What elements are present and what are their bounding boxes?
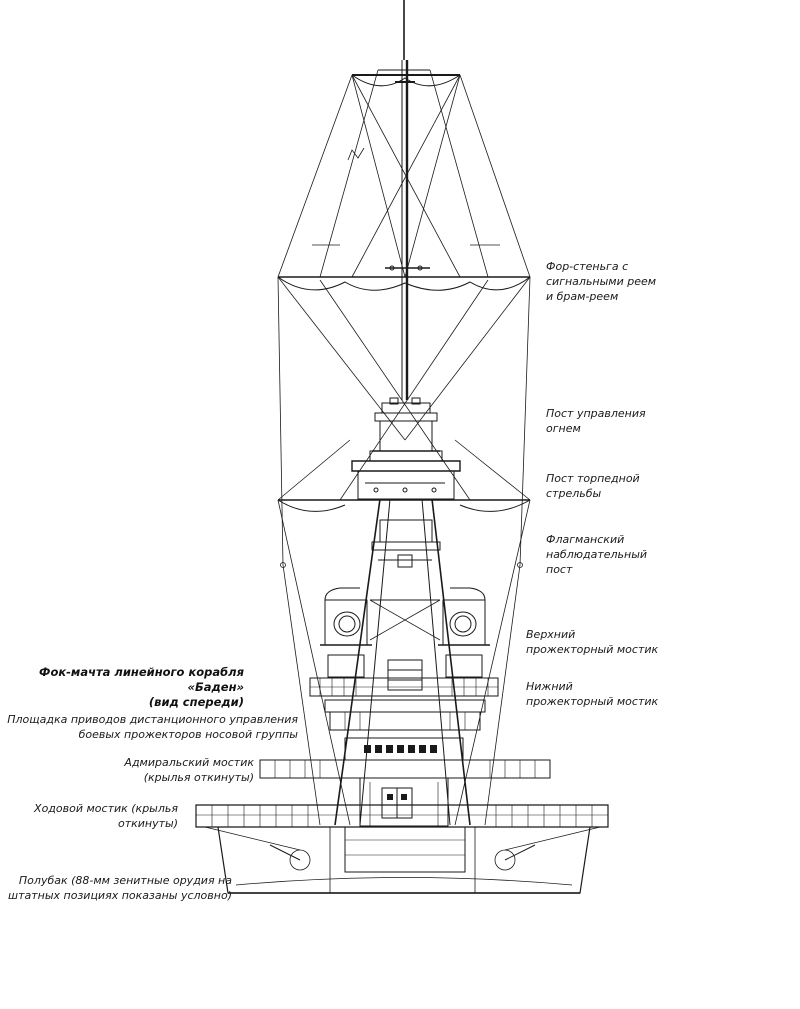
signal-yard [352,70,460,86]
label-upper-searchlight-bridge: Верхний прожекторный мостик [526,628,659,656]
label-remote-control-platform: Площадка приводов дистанционного управле… [7,713,298,741]
fire-control-post [370,398,442,461]
label-lower-searchlight-bridge: Нижний прожекторный мостик [526,680,659,708]
pole-mast [402,0,407,400]
tripod-tower [335,499,470,825]
label-fire-control-post: Пост управления огнем [546,407,646,435]
drawing-title: Фок-мачта линейного корабля «Баден» (вид… [0,665,244,710]
label-torpedo-post: Пост торпедной стрельбы [546,472,640,500]
lower-searchlight-platform [310,660,498,696]
drawing-title-line2: (вид спереди) [148,695,244,709]
label-admiral-bridge: Адмиральский мостик (крылья откинуты) [124,756,254,784]
admiral-bridge [260,738,550,778]
label-navigation-bridge: Ходовой мостик (крылья откинуты) [34,802,178,830]
forecastle-hull [218,827,590,893]
label-flag-observation-post: Флагманский наблюдательный пост [546,533,648,576]
upper-rigging [278,70,530,277]
upper-searchlight-platform [320,588,490,677]
torpedo-fire-post [352,461,460,499]
remote-control-platform [325,700,485,730]
label-forecastle: Полубак (88-мм зенитные орудия на штатны… [8,874,232,902]
bridge-house [360,778,448,826]
main-shrouds [278,277,530,825]
lower-yard [278,440,530,511]
label-foretopmast: Фор-стеньга с сигнальными реем и брам-ре… [546,260,657,303]
drawing-title-line1: Фок-мачта линейного корабля «Баден» [39,665,244,694]
topgallant-yard [278,266,530,290]
